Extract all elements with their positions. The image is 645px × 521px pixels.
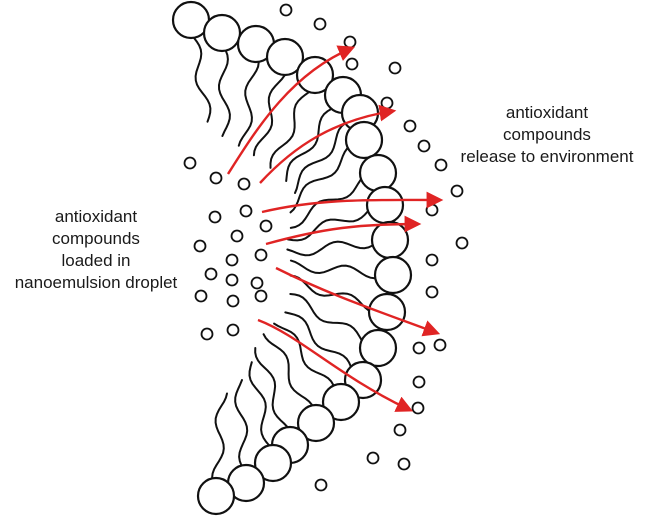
antioxidant-molecule — [434, 158, 448, 172]
surfactant-head — [365, 185, 405, 225]
antioxidant-molecule — [433, 338, 447, 352]
surfactant-head — [196, 476, 236, 516]
antioxidant-molecule — [194, 289, 208, 303]
surfactant-head — [370, 220, 410, 260]
antioxidant-molecules — [183, 3, 469, 492]
antioxidant-molecule — [393, 423, 407, 437]
antioxidant-molecule — [279, 3, 293, 17]
antioxidant-molecule — [417, 139, 431, 153]
antioxidant-molecule — [239, 204, 253, 218]
surfactant-head — [253, 443, 293, 483]
release-arrow — [259, 104, 397, 184]
antioxidant-molecule — [343, 35, 357, 49]
surfactant-tail — [217, 49, 231, 137]
antioxidant-molecule — [200, 327, 214, 341]
surfactant-tail — [286, 240, 374, 257]
surfactant-tail — [211, 392, 228, 479]
surfactant-head — [344, 120, 384, 160]
surfactant-tail — [286, 210, 370, 242]
antioxidant-molecule — [209, 171, 223, 185]
surfactant-tail — [294, 122, 346, 194]
antioxidant-molecule — [314, 478, 328, 492]
antioxidant-molecule — [366, 451, 380, 465]
antioxidant-molecule — [388, 61, 402, 75]
antioxidant-molecule — [259, 219, 273, 233]
surfactant-tail — [262, 333, 313, 406]
surfactant-tail — [252, 74, 286, 157]
surfactant-head — [265, 37, 305, 77]
antioxidant-molecule — [345, 57, 359, 71]
surfactant-tail — [248, 361, 271, 447]
surfactant-tail — [289, 147, 349, 214]
antioxidant-molecule — [254, 289, 268, 303]
surfactant-tail — [285, 107, 333, 182]
antioxidant-molecule — [455, 236, 469, 250]
antioxidant-molecule — [208, 210, 222, 224]
release-arrow — [257, 318, 414, 412]
antioxidant-molecule — [425, 203, 439, 217]
surfactant-tail — [273, 322, 335, 387]
antioxidant-molecule — [226, 323, 240, 337]
surfactant-tail — [289, 178, 362, 229]
antioxidant-molecule — [225, 273, 239, 287]
antioxidant-molecule — [183, 156, 197, 170]
surfactant-head — [321, 382, 361, 422]
antioxidant-molecule — [425, 253, 439, 267]
loaded-label-line-3: loaded in — [61, 251, 131, 270]
surfactant-tail — [284, 311, 352, 368]
antioxidant-molecule — [250, 276, 264, 290]
release-label-line-2: compounds — [503, 125, 591, 144]
antioxidant-molecule — [193, 239, 207, 253]
antioxidant-molecule — [450, 184, 464, 198]
antioxidant-molecule — [204, 267, 218, 281]
antioxidant-molecule — [380, 96, 394, 110]
surfactant-tail — [237, 61, 260, 147]
release-label-line-1: antioxidant — [505, 103, 589, 122]
antioxidant-molecule — [237, 177, 251, 191]
antioxidant-molecule — [425, 285, 439, 299]
loaded-label-line-1: antioxidant — [54, 207, 138, 226]
antioxidant-molecule — [411, 401, 425, 415]
antioxidant-molecule — [403, 119, 417, 133]
surfactant-tail — [254, 347, 289, 428]
release-arrow — [261, 191, 444, 214]
antioxidant-molecule — [226, 294, 240, 308]
release-arrow — [265, 215, 422, 246]
surfactant-head — [358, 328, 398, 368]
surfactant-head — [373, 255, 413, 295]
surfactant-head — [202, 13, 242, 53]
antioxidant-molecule — [397, 457, 411, 471]
surfactant-head — [367, 292, 407, 332]
loaded-compounds-label: antioxidant compounds loaded in nanoemul… — [2, 206, 190, 294]
release-arrow — [275, 266, 441, 337]
release-compounds-label: antioxidant compounds release to environ… — [452, 102, 642, 168]
surfactant-tail — [289, 293, 363, 342]
surfactant-tail — [269, 91, 310, 169]
release-label-line-3: release to environment — [460, 147, 634, 166]
loaded-label-line-4: nanoemulsion droplet — [14, 273, 178, 292]
antioxidant-molecule — [412, 375, 426, 389]
antioxidant-molecule — [412, 341, 426, 355]
release-arrows — [226, 45, 444, 412]
surfactant-head — [295, 55, 335, 95]
antioxidant-molecule — [225, 253, 239, 267]
surfactant-tail — [289, 259, 376, 280]
loaded-label-line-2: compounds — [52, 229, 140, 248]
antioxidant-molecule — [313, 17, 327, 31]
surfactant-tail — [192, 36, 212, 123]
antioxidant-molecule — [254, 248, 268, 262]
release-arrow — [226, 45, 356, 175]
surfactant-heads — [171, 0, 413, 516]
surfactant-tail — [234, 379, 249, 467]
surfactant-head — [358, 153, 398, 193]
surfactant-head — [296, 403, 336, 443]
antioxidant-molecule — [230, 229, 244, 243]
